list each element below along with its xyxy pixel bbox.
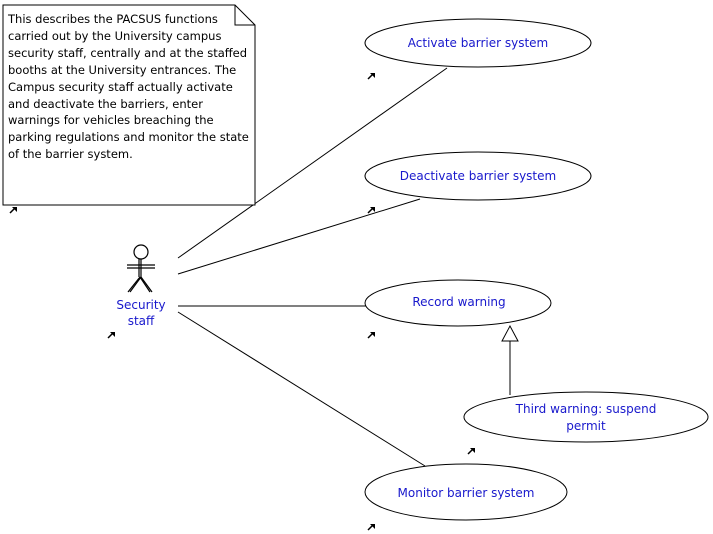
association-activate[interactable] [177, 67, 448, 259]
association-deactivate[interactable] [177, 198, 421, 275]
actor-label: Security staff [108, 297, 174, 329]
usecase-ellipse-record-warning[interactable] [364, 279, 552, 327]
usecase-label-deactivate: Deactivate barrier system [399, 168, 557, 183]
association-monitor[interactable] [177, 311, 426, 467]
note-shape[interactable] [2, 4, 256, 206]
generalization-arrowhead-icon [501, 324, 519, 342]
usecase-label-record-warning: Record warning [412, 294, 506, 309]
actor-label-line2: staff [127, 314, 155, 328]
link-arrow-icon [367, 524, 375, 531]
usecase-ellipse-deactivate[interactable] [364, 151, 592, 201]
link-arrow-icon [467, 448, 475, 455]
usecase-label-activate: Activate barrier system [407, 35, 549, 50]
note-text: This describes the PACSUS functions carr… [8, 12, 249, 162]
usecase-label-third-warning: Third warning: suspend permit [515, 402, 657, 433]
usecase-ellipse-third-warning[interactable] [463, 391, 709, 443]
usecase-ellipse-activate[interactable] [364, 18, 592, 68]
usecase-label-monitor: Monitor barrier system [397, 485, 535, 500]
actor-stick-figure-icon[interactable] [127, 244, 155, 293]
usecase-ellipse-monitor[interactable] [364, 463, 568, 521]
link-arrow-icon [367, 332, 375, 339]
link-arrow-icon [107, 332, 115, 339]
link-arrow-icon [367, 73, 375, 80]
actor-label-line1: Security [116, 298, 166, 312]
link-arrow-icon [9, 207, 17, 214]
link-arrow-icon [367, 207, 375, 214]
